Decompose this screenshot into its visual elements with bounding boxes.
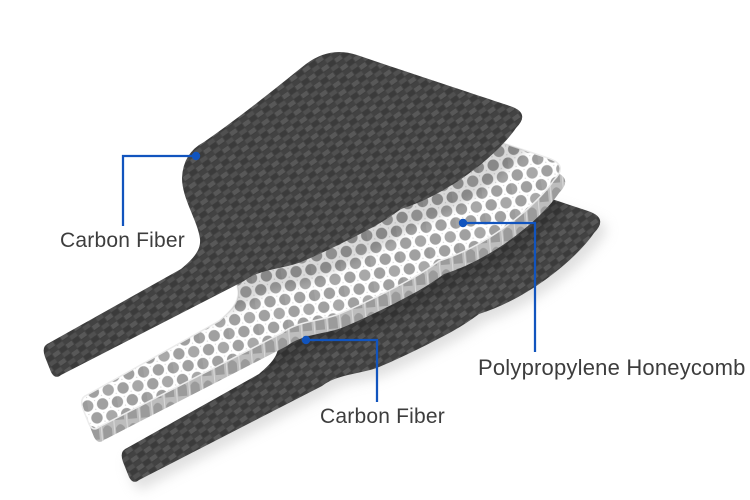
leader-dot-top-carbon	[191, 151, 201, 161]
leader-line-honeycomb	[463, 221, 537, 352]
label-top-carbon-fiber: Carbon Fiber	[60, 229, 185, 252]
leader-line-bottom-carbon	[306, 338, 379, 402]
leader-dot-bottom-carbon	[301, 335, 311, 345]
leader-dot-honeycomb	[458, 218, 468, 228]
label-polypropylene-honeycomb: Polypropylene Honeycomb	[478, 355, 746, 380]
label-bottom-carbon-fiber: Carbon Fiber	[320, 405, 445, 428]
leader-line-top-carbon	[121, 154, 196, 226]
leader-lines	[121, 154, 537, 402]
